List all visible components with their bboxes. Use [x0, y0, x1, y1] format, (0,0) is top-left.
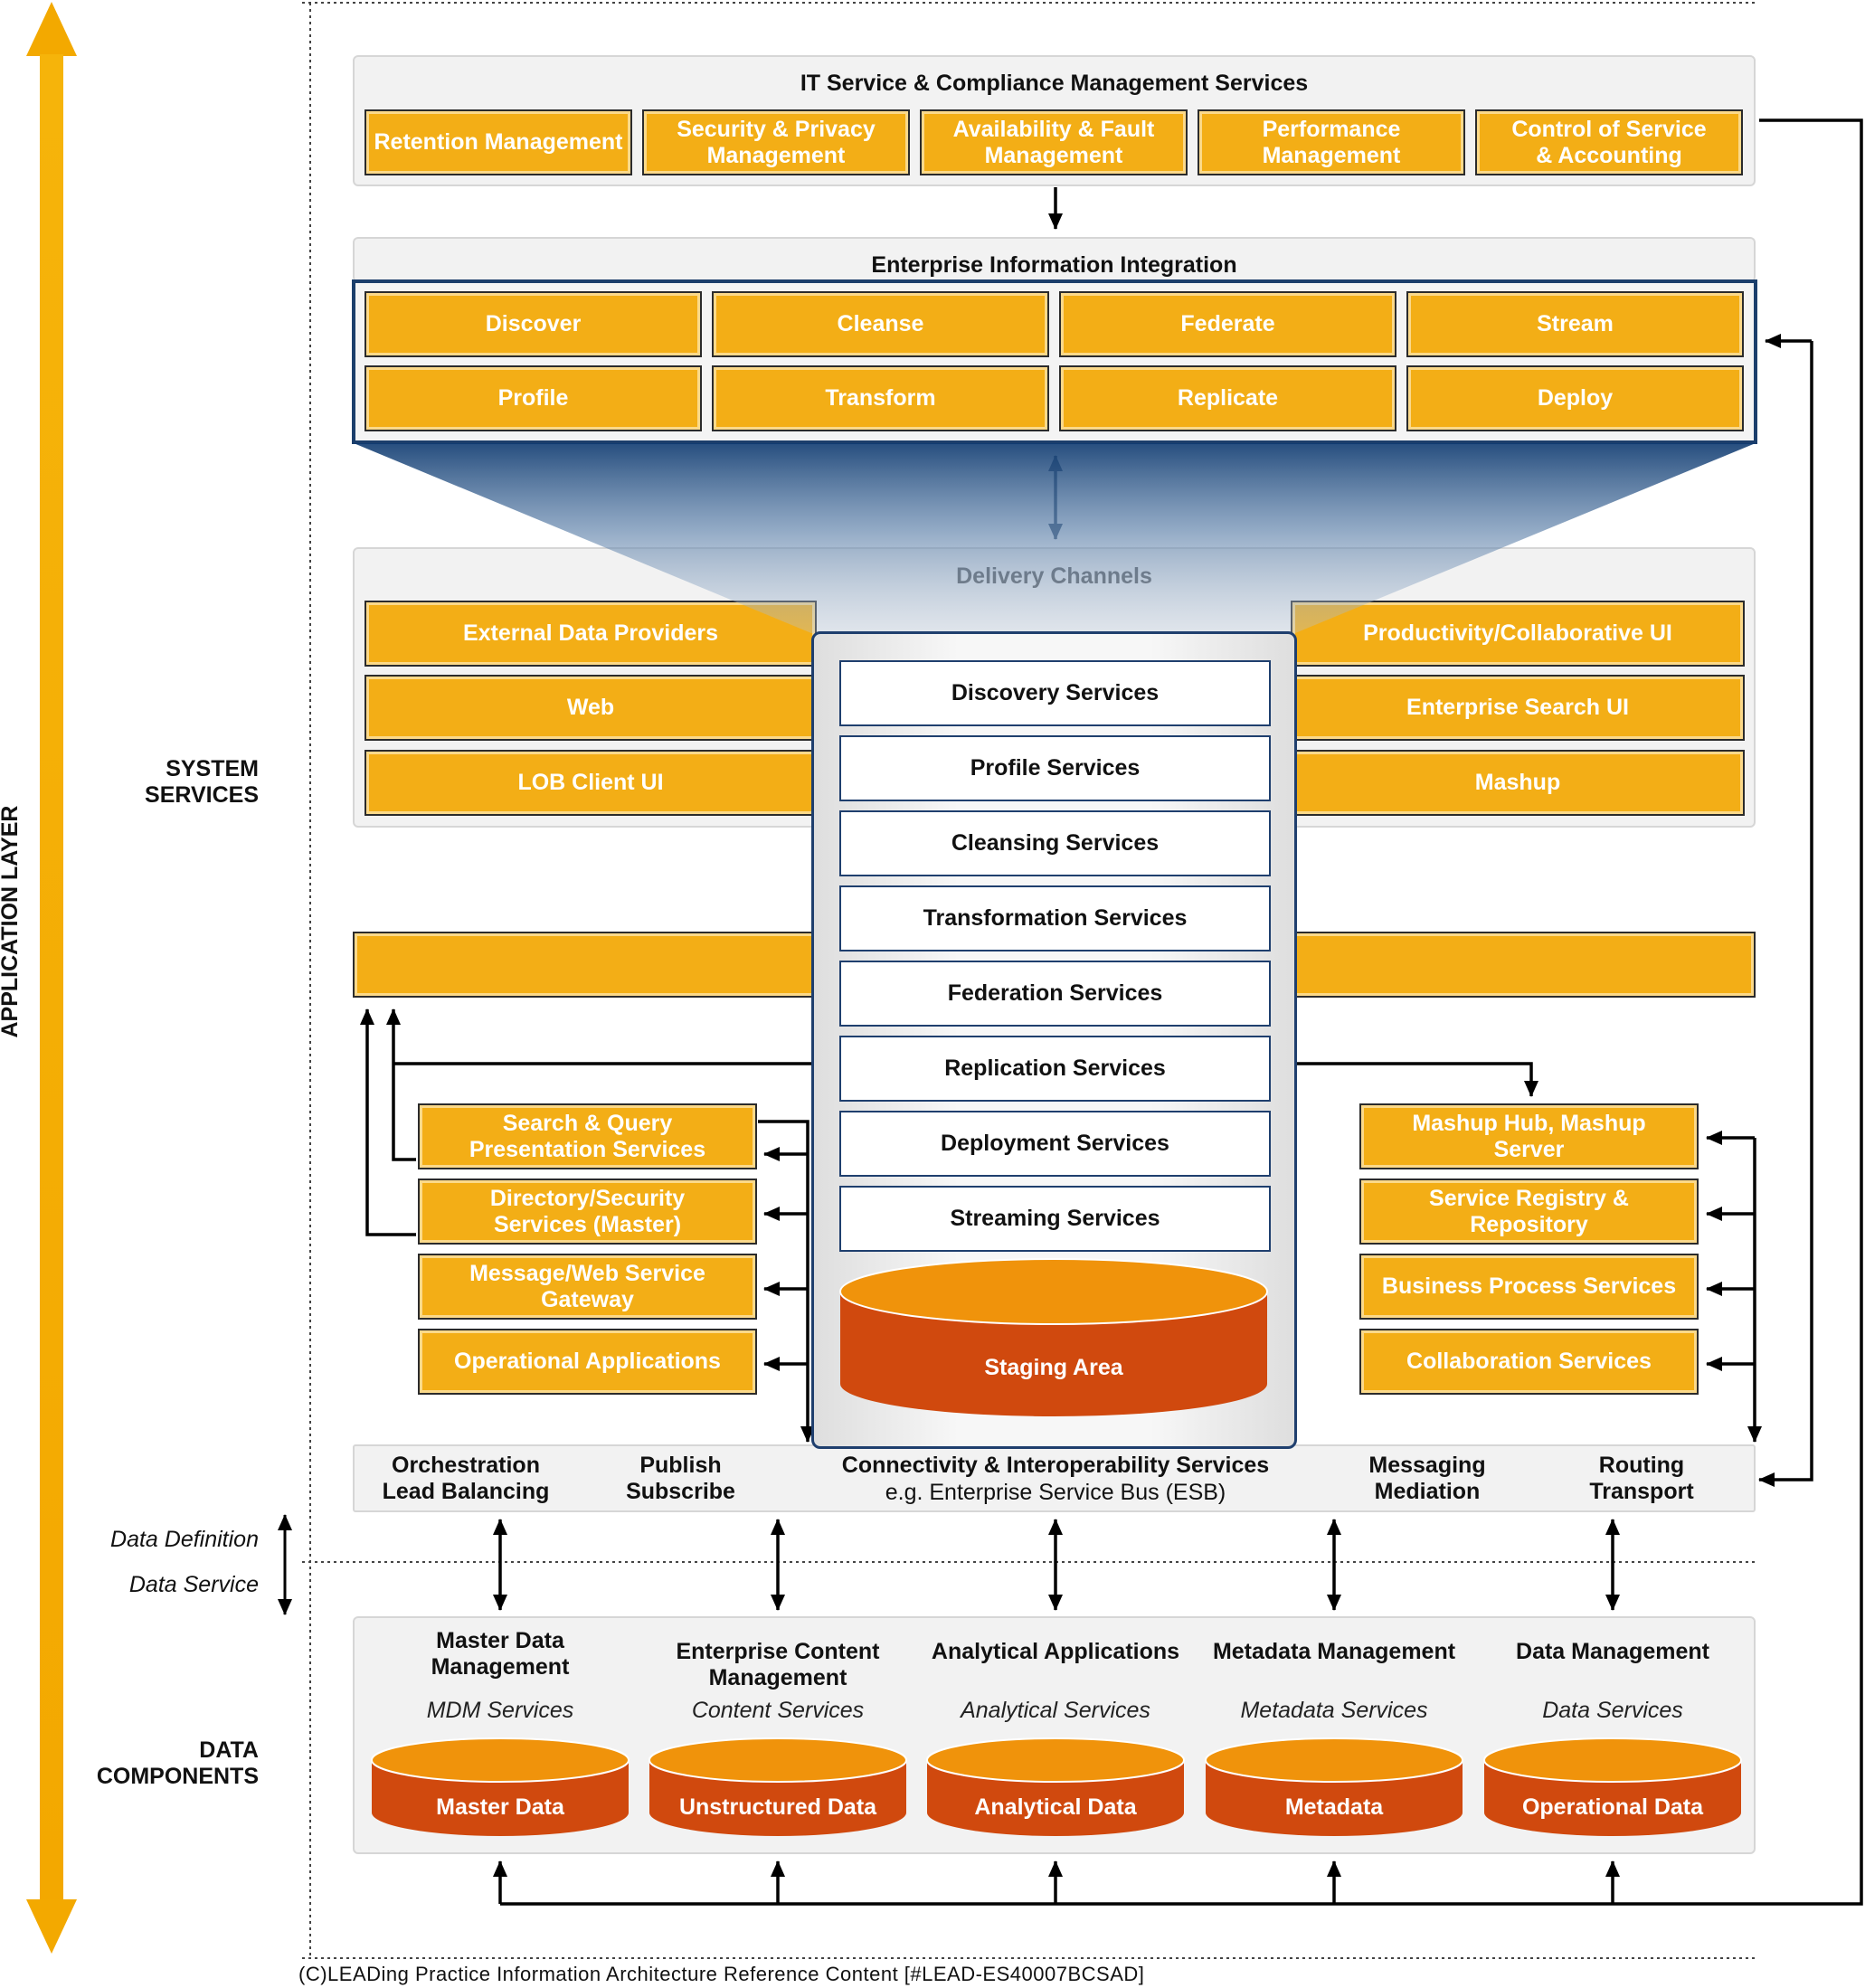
- left-service-item[interactable]: Search & Query Presentation Services: [418, 1103, 757, 1169]
- central-service-item[interactable]: Federation Services: [839, 961, 1271, 1027]
- data-store-label: Master Data: [436, 1794, 564, 1820]
- eii-item[interactable]: Federate: [1059, 291, 1396, 357]
- data-store-label: Analytical Data: [974, 1794, 1137, 1820]
- data-component-title: Metadata Management: [1212, 1639, 1456, 1664]
- central-service-item[interactable]: Discovery Services: [839, 660, 1271, 726]
- central-service-item[interactable]: Profile Services: [839, 735, 1271, 801]
- system-services-line2: SERVICES: [145, 781, 259, 808]
- data-component-service: MDM Services: [426, 1698, 574, 1723]
- delivery-left-item[interactable]: LOB Client UI: [364, 750, 817, 816]
- esb-connectivity-title: Connectivity & Interoperability Services: [841, 1453, 1270, 1478]
- staging-area-label: Staging Area: [984, 1355, 1123, 1380]
- delivery-right-item[interactable]: Enterprise Search UI: [1291, 675, 1745, 741]
- data-component-title: Analytical Applications: [931, 1639, 1180, 1664]
- eii-item[interactable]: Discover: [364, 291, 702, 357]
- data-component-title: Data Management: [1516, 1639, 1709, 1664]
- data-component-title: Enterprise Content Management: [676, 1639, 880, 1690]
- data-store-cylinder[interactable]: [1483, 1737, 1742, 1836]
- esb-orchestration: Orchestration Lead Balancing: [382, 1453, 550, 1504]
- eii-item[interactable]: Cleanse: [712, 291, 1049, 357]
- data-store-cylinder[interactable]: [371, 1737, 630, 1836]
- data-component-service: Metadata Services: [1240, 1698, 1428, 1723]
- data-component-service: Analytical Services: [961, 1698, 1150, 1723]
- central-service-item[interactable]: Cleansing Services: [839, 810, 1271, 876]
- data-store-label: Operational Data: [1521, 1794, 1704, 1820]
- it-service-item[interactable]: Performance Management: [1198, 109, 1465, 175]
- application-layer-arrow: [26, 2, 77, 1954]
- it-service-item[interactable]: Retention Management: [364, 109, 632, 175]
- delivery-left-item[interactable]: Web: [364, 675, 817, 741]
- esb-messaging: Messaging Mediation: [1368, 1453, 1486, 1504]
- data-component-service: Data Services: [1542, 1698, 1683, 1723]
- it-service-item[interactable]: Security & Privacy Management: [642, 109, 910, 175]
- right-service-item[interactable]: Collaboration Services: [1359, 1329, 1699, 1395]
- left-service-item[interactable]: Operational Applications: [418, 1329, 757, 1395]
- right-service-item[interactable]: Business Process Services: [1359, 1254, 1699, 1320]
- data-store-label: Metadata: [1284, 1794, 1384, 1820]
- eii-panel: Enterprise Information Integration: [353, 237, 1756, 282]
- data-definition-label: Data Definition: [110, 1527, 259, 1552]
- data-store-cylinder[interactable]: [648, 1737, 907, 1836]
- it-service-item[interactable]: Availability & Fault Management: [920, 109, 1188, 175]
- data-service-label: Data Service: [128, 1572, 259, 1597]
- data-component-title: Master Data Management: [431, 1628, 570, 1680]
- eii-item[interactable]: Stream: [1406, 291, 1744, 357]
- right-service-item[interactable]: Service Registry & Repository: [1359, 1179, 1699, 1245]
- central-service-item[interactable]: Transformation Services: [839, 885, 1271, 951]
- data-store-cylinder[interactable]: [926, 1737, 1185, 1836]
- esb-connectivity-sub: e.g. Enterprise Service Bus (ESB): [885, 1480, 1226, 1505]
- data-components-line1: DATA: [199, 1737, 259, 1763]
- it-service-title: IT Service & Compliance Management Servi…: [800, 71, 1309, 96]
- eii-item[interactable]: Deploy: [1406, 365, 1744, 431]
- eii-title: Enterprise Information Integration: [871, 252, 1237, 278]
- esb-publish: Publish Subscribe: [626, 1453, 735, 1504]
- central-service-item[interactable]: Replication Services: [839, 1036, 1271, 1102]
- system-services-line1: SYSTEM: [166, 756, 259, 781]
- data-store-label: Unstructured Data: [678, 1794, 877, 1820]
- central-service-item[interactable]: Deployment Services: [839, 1111, 1271, 1177]
- esb-routing: Routing Transport: [1589, 1453, 1694, 1504]
- left-service-item[interactable]: Directory/Security Services (Master): [418, 1179, 757, 1245]
- data-component-service: Content Services: [691, 1698, 865, 1723]
- eii-item[interactable]: Replicate: [1059, 365, 1396, 431]
- data-store-cylinder[interactable]: [1205, 1737, 1463, 1836]
- staging-area-cylinder: [839, 1258, 1268, 1416]
- left-service-item[interactable]: Message/Web Service Gateway: [418, 1254, 757, 1320]
- delivery-right-item[interactable]: Mashup: [1291, 750, 1745, 816]
- eii-item[interactable]: Transform: [712, 365, 1049, 431]
- eii-item[interactable]: Profile: [364, 365, 702, 431]
- it-service-item[interactable]: Control of Service & Accounting: [1475, 109, 1743, 175]
- right-service-item[interactable]: Mashup Hub, Mashup Server: [1359, 1103, 1699, 1169]
- system-services-label: SYSTEM SERVICES: [90, 756, 259, 809]
- central-service-item[interactable]: Streaming Services: [839, 1186, 1271, 1252]
- data-components-line2: COMPONENTS: [96, 1763, 259, 1789]
- footer-copyright: (C)LEADing Practice Information Architec…: [298, 1963, 1145, 1985]
- data-components-label: DATA COMPONENTS: [54, 1737, 259, 1790]
